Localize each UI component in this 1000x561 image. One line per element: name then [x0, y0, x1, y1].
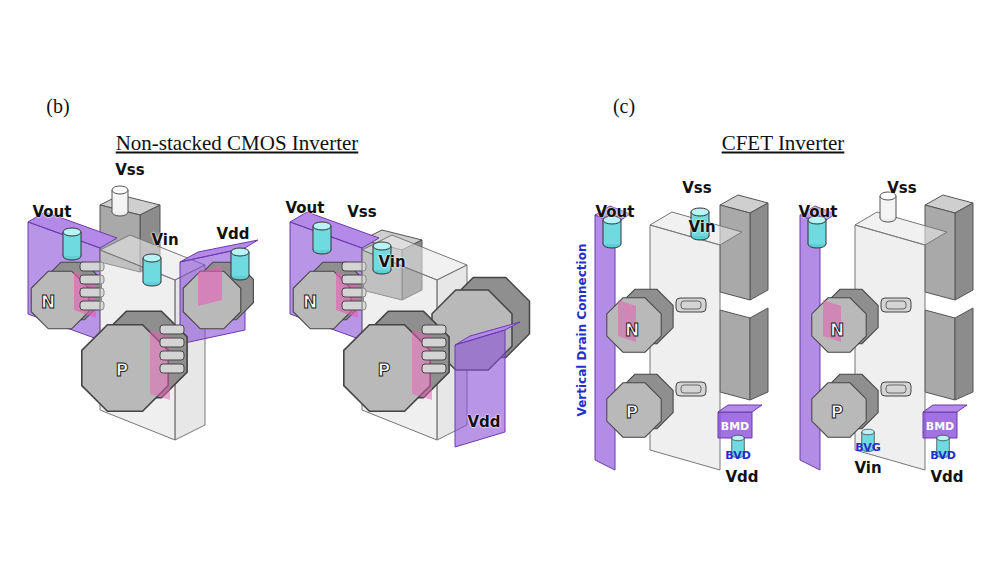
terminal-label: Vdd: [725, 468, 758, 486]
terminal-label: Vin: [688, 218, 715, 236]
terminal-label: Vdd: [930, 468, 963, 486]
part-label: BMD: [926, 420, 954, 433]
device-letter: N: [625, 320, 639, 340]
terminal-label: Vout: [799, 203, 838, 221]
terminal-label: Vin: [854, 459, 881, 477]
terminal-label: Vin: [378, 253, 405, 271]
part-label: BVD: [930, 449, 956, 462]
terminal-label: Vdd: [467, 413, 500, 431]
terminal-label: Vss: [887, 179, 916, 197]
panel-heading: Non-stacked CMOS Inverter: [116, 131, 359, 156]
terminal-label: Vss: [115, 161, 144, 179]
terminal-label: Vin: [151, 231, 178, 249]
device-letter: N: [303, 292, 317, 312]
annotation-text: Vertical Drain Connection: [575, 244, 589, 417]
device-letter: P: [116, 360, 128, 380]
device-letter: P: [626, 402, 638, 422]
panel-letter: (b): [46, 95, 69, 118]
terminal-label: Vout: [286, 199, 325, 217]
panel-letter: (c): [613, 95, 635, 118]
part-label: BVD: [725, 449, 751, 462]
device-letter: P: [378, 360, 390, 380]
device-letter: N: [41, 292, 55, 312]
part-label: BMD: [721, 420, 749, 433]
terminal-label: Vout: [33, 203, 72, 221]
device-letter: P: [831, 402, 843, 422]
terminal-label: Vss: [682, 179, 711, 197]
terminal-label: Vdd: [216, 225, 249, 243]
terminal-label: Vss: [347, 203, 376, 221]
part-label: BVG: [855, 441, 880, 454]
panel-heading: CFET Inverter: [722, 131, 845, 156]
terminal-label: Vout: [596, 203, 635, 221]
device-letter: N: [830, 320, 844, 340]
